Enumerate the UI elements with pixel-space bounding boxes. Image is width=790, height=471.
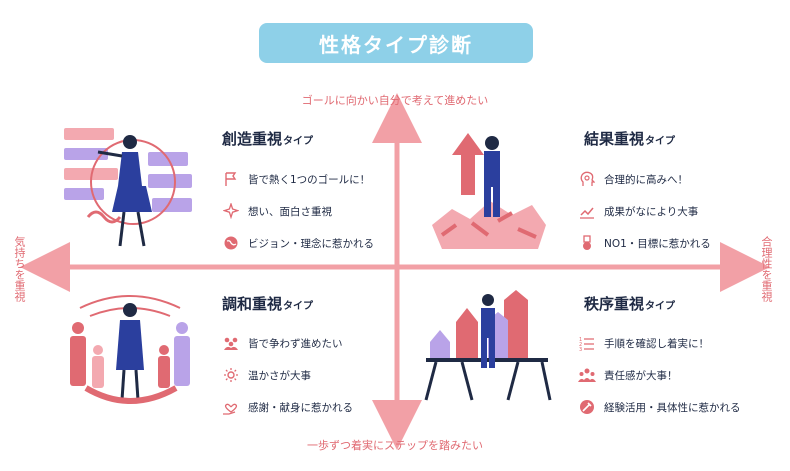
svg-text:1: 1 — [579, 337, 582, 343]
order-trait-3-text: 経験活用・具体性に惹かれる — [604, 401, 741, 414]
harmony-trait-2-text: 温かさが大事 — [248, 369, 311, 382]
results-trait-3-text: NO1・目標に惹かれる — [604, 237, 711, 250]
harmony-trait-1-text: 皆で争わず進めたい — [248, 337, 343, 350]
head-gear-icon — [578, 170, 596, 188]
heart-hand-icon — [222, 398, 240, 416]
axis-label-bottom: 一歩ずつ着実にステップを踏みたい — [307, 439, 483, 452]
results-trait-2-text: 成果がなにより大事 — [604, 205, 699, 218]
medal-icon — [578, 234, 596, 252]
harmony-illustration — [70, 295, 190, 404]
creative-type-title: 創造重視タイプ — [222, 128, 313, 149]
harmony-trait-3-text: 感謝・献身に惹かれる — [248, 401, 353, 414]
results-type-title: 結果重視タイプ — [584, 128, 675, 149]
results-trait-2: 成果がなにより大事 — [578, 202, 698, 220]
chart-up-icon — [578, 202, 596, 220]
creative-illustration — [64, 128, 192, 247]
axis-label-right: 合理性を重視 — [760, 236, 773, 302]
flag-icon — [222, 170, 240, 188]
team-icon — [578, 366, 596, 384]
order-type-suffix: タイプ — [645, 301, 676, 312]
order-illustration — [424, 290, 552, 401]
creative-trait-3: ビジョン・理念に惹かれる — [222, 234, 374, 252]
order-type-name: 秩序重視 — [584, 295, 645, 313]
creative-trait-2-text: 想い、面白さ重視 — [248, 205, 332, 218]
harmony-type-name: 調和重視 — [222, 295, 283, 313]
results-type-suffix: タイプ — [645, 136, 676, 147]
order-trait-1-text: 手順を確認し着実に！ — [604, 337, 709, 350]
svg-text:3: 3 — [579, 347, 582, 351]
axis-label-left: 気持ちを重視 — [13, 236, 26, 302]
creative-trait-1: 皆で熱く1つのゴールに！ — [222, 170, 370, 188]
page-title: 性格タイプ診断 — [259, 23, 533, 63]
harmony-type-suffix: タイプ — [283, 301, 314, 312]
creative-trait-2: 想い、面白さ重視 — [222, 202, 332, 220]
sun-icon — [222, 366, 240, 384]
harmony-trait-1: 皆で争わず進めたい — [222, 334, 343, 352]
svg-text:2: 2 — [579, 342, 582, 348]
people-icon — [222, 334, 240, 352]
creative-trait-3-text: ビジョン・理念に惹かれる — [248, 237, 374, 250]
order-trait-2: 責任感が大事！ — [578, 366, 678, 384]
order-trait-2-text: 責任感が大事！ — [604, 369, 678, 382]
order-type-title: 秩序重視タイプ — [584, 293, 675, 314]
harmony-type-title: 調和重視タイプ — [222, 293, 313, 314]
tools-icon — [578, 398, 596, 416]
sparkle-icon — [222, 202, 240, 220]
creative-type-name: 創造重視 — [222, 130, 283, 148]
axis-label-top: ゴールに向かい自分で考えて進めたい — [301, 94, 489, 107]
results-trait-3: NO1・目標に惹かれる — [578, 234, 711, 252]
results-trait-1: 合理的に高みへ！ — [578, 170, 688, 188]
results-illustration — [432, 133, 546, 249]
results-trait-1-text: 合理的に高みへ！ — [604, 173, 688, 186]
order-trait-3: 経験活用・具体性に惹かれる — [578, 398, 741, 416]
creative-trait-1-text: 皆で熱く1つのゴールに！ — [248, 173, 371, 186]
results-type-name: 結果重視 — [584, 130, 645, 148]
harmony-trait-2: 温かさが大事 — [222, 366, 311, 384]
creative-type-suffix: タイプ — [283, 136, 314, 147]
globe-icon — [222, 234, 240, 252]
harmony-trait-3: 感謝・献身に惹かれる — [222, 398, 353, 416]
